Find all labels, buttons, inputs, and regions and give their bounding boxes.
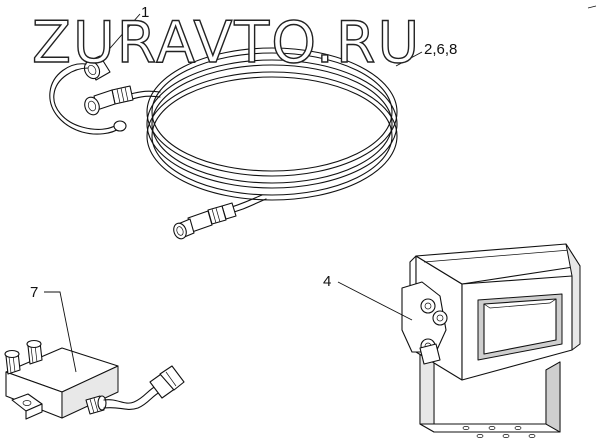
watermark-text: ZURAVTO.RU bbox=[32, 10, 421, 76]
reversing-camera bbox=[401, 243, 581, 438]
callout-part-7: 7 bbox=[30, 284, 38, 301]
callout-part-4: 4 bbox=[323, 273, 331, 290]
leader-line-1 bbox=[97, 13, 141, 63]
leader-line-2-6-8 bbox=[395, 51, 423, 67]
splitter-port-center bbox=[26, 339, 43, 365]
dust-cap bbox=[49, 55, 127, 135]
splitter-pigtail-connector bbox=[149, 365, 185, 399]
camera-cable-assembly bbox=[49, 47, 398, 240]
splitter-box bbox=[4, 339, 185, 420]
cable-coil bbox=[146, 47, 398, 201]
leader-line-7 bbox=[44, 291, 77, 373]
leader-lines bbox=[44, 13, 423, 373]
splitter-port-front bbox=[85, 395, 107, 415]
cable-connector-lower bbox=[173, 202, 237, 240]
camera-body bbox=[401, 243, 581, 381]
corner-tick bbox=[587, 5, 597, 9]
callout-parts-2-6-8: 2,6,8 bbox=[424, 41, 457, 58]
callout-part-1: 1 bbox=[141, 4, 149, 21]
cable-connector-upper bbox=[84, 85, 134, 116]
leader-line-4 bbox=[337, 281, 413, 321]
splitter-port-left bbox=[4, 349, 21, 375]
camera-mount-knob bbox=[401, 281, 448, 365]
